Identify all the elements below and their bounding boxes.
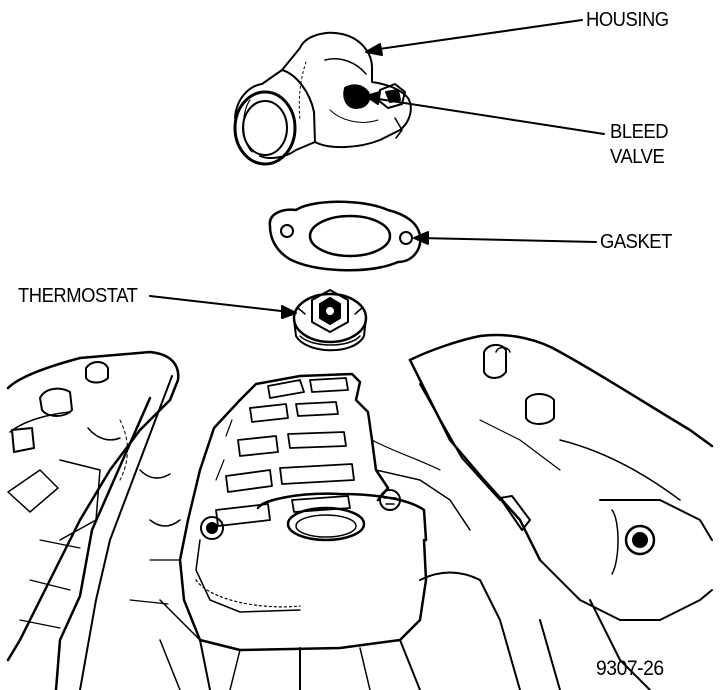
- leader-lines: [149, 19, 605, 319]
- bleed-valve-label-line1: BLEED: [610, 121, 669, 143]
- gasket-arrowhead: [413, 231, 429, 245]
- thermostat-leader: [149, 295, 291, 313]
- gasket-leader: [419, 237, 597, 243]
- bleed-valve-leader: [371, 97, 605, 135]
- thermostat-label: THERMOSTAT: [18, 285, 138, 307]
- engine-manifold: [6, 333, 714, 690]
- figure-number: 9307-26: [596, 657, 664, 680]
- bleed-valve-label-line2: VALVE: [610, 146, 665, 168]
- housing-part: [233, 31, 412, 166]
- thermostat-part: [292, 289, 368, 352]
- gasket-label: GASKET: [600, 231, 672, 253]
- thermostat-arrowhead: [281, 305, 297, 319]
- bleed-valve-arrowhead: [365, 91, 381, 105]
- gasket-part: [268, 200, 422, 272]
- housing-arrowhead: [365, 43, 383, 56]
- housing-label: HOUSING: [586, 9, 669, 31]
- housing-leader: [371, 19, 583, 51]
